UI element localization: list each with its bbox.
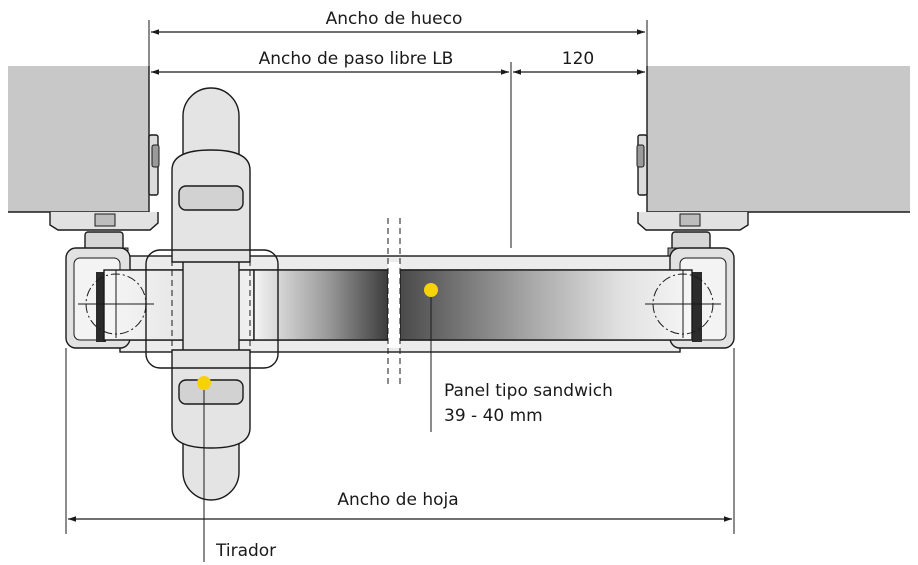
leaf-width-label: Ancho de hoja [337,490,458,510]
door-handle [145,87,279,501]
handle-label: Tirador [215,541,276,561]
opening-width-label: Ancho de hueco [326,9,463,29]
handle-callout: Tirador [197,376,276,562]
right-fixing [645,270,721,338]
panel-label-line2: 39 - 40 mm [444,406,543,426]
offset-label: 120 [562,49,594,69]
dimension-clear-width: Ancho de paso libre LB 120 [151,49,645,248]
dimension-leaf-width: Ancho de hoja [65,348,735,534]
clear-width-label: Ancho de paso libre LB [259,49,454,69]
handle-marker [197,376,211,390]
left-frame-profile [49,134,160,231]
sandwich-panel [103,262,693,348]
dimension-opening-width: Ancho de hueco [148,9,648,66]
left-fixing [78,270,154,338]
panel-marker [424,283,438,297]
left-wall [8,66,150,213]
panel-label-line1: Panel tipo sandwich [444,381,613,401]
right-frame-profile [636,134,749,231]
break-lines [387,218,401,388]
right-wall [646,66,910,213]
panel-callout: Panel tipo sandwich 39 - 40 mm [424,283,613,432]
